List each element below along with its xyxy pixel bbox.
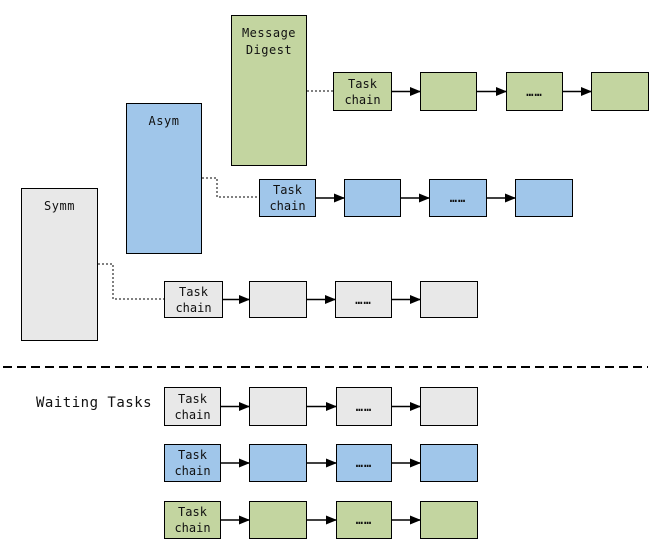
waiting-blue-chain-ellipsis: …… <box>336 444 392 482</box>
digest-chain-node-1 <box>420 72 477 111</box>
ellipsis-label: …… <box>526 84 543 99</box>
asym-chain-head: Task chain <box>259 179 316 217</box>
task-chain-label: Task chain <box>344 76 381 107</box>
waiting-tasks-label: Waiting Tasks <box>36 395 153 411</box>
waiting-blue-chain-node-2 <box>420 444 478 482</box>
symm-engine-label: Symm <box>44 199 75 213</box>
waiting-green-chain-node-1 <box>249 501 307 539</box>
waiting-gray-chain-node-2 <box>420 387 478 426</box>
digest-engine-label: Message Digest <box>241 26 297 57</box>
task-chain-label: Task chain <box>174 505 211 535</box>
symm-engine-box: Symm <box>21 188 98 341</box>
asym-chain-node-2 <box>515 179 573 217</box>
asym-engine-box: Asym <box>126 103 202 254</box>
task-chain-label: Task chain <box>175 284 212 315</box>
symm-chain-ellipsis: …… <box>335 281 392 318</box>
waiting-green-chain-node-2 <box>420 501 478 539</box>
asym-engine-label: Asym <box>148 114 180 128</box>
digest-chain-head: Task chain <box>333 72 392 111</box>
asym-chain-connector <box>202 177 259 198</box>
digest-chain-node-2 <box>591 72 649 111</box>
digest-engine-box: Message Digest <box>231 15 307 166</box>
symm-chain-node-1 <box>249 281 307 318</box>
ellipsis-label: …… <box>355 399 373 414</box>
symm-chain-node-2 <box>420 281 478 318</box>
waiting-gray-chain-ellipsis: …… <box>336 387 392 426</box>
task-chain-label: Task chain <box>174 448 211 478</box>
waiting-gray-chain-node-1 <box>249 387 307 426</box>
ellipsis-label: …… <box>355 513 373 527</box>
waiting-blue-chain-head: Task chain <box>164 444 221 482</box>
ellipsis-label: …… <box>355 456 373 470</box>
dotted-connectors <box>98 90 333 300</box>
digest-chain-ellipsis: …… <box>506 72 563 111</box>
symm-chain-head: Task chain <box>164 281 223 318</box>
asym-chain-ellipsis: …… <box>429 179 487 217</box>
waiting-blue-chain-node-1 <box>249 444 307 482</box>
chain-arrows <box>221 87 592 525</box>
waiting-gray-chain-head: Task chain <box>164 387 221 426</box>
symm-chain-connector <box>98 263 164 300</box>
ellipsis-label: …… <box>449 191 467 205</box>
waiting-green-chain-ellipsis: …… <box>336 501 392 539</box>
asym-chain-node-1 <box>344 179 401 217</box>
ellipsis-label: …… <box>355 292 372 307</box>
waiting-green-chain-head: Task chain <box>164 501 221 539</box>
task-chain-label: Task chain <box>269 183 306 213</box>
task-chain-label: Task chain <box>174 391 211 422</box>
